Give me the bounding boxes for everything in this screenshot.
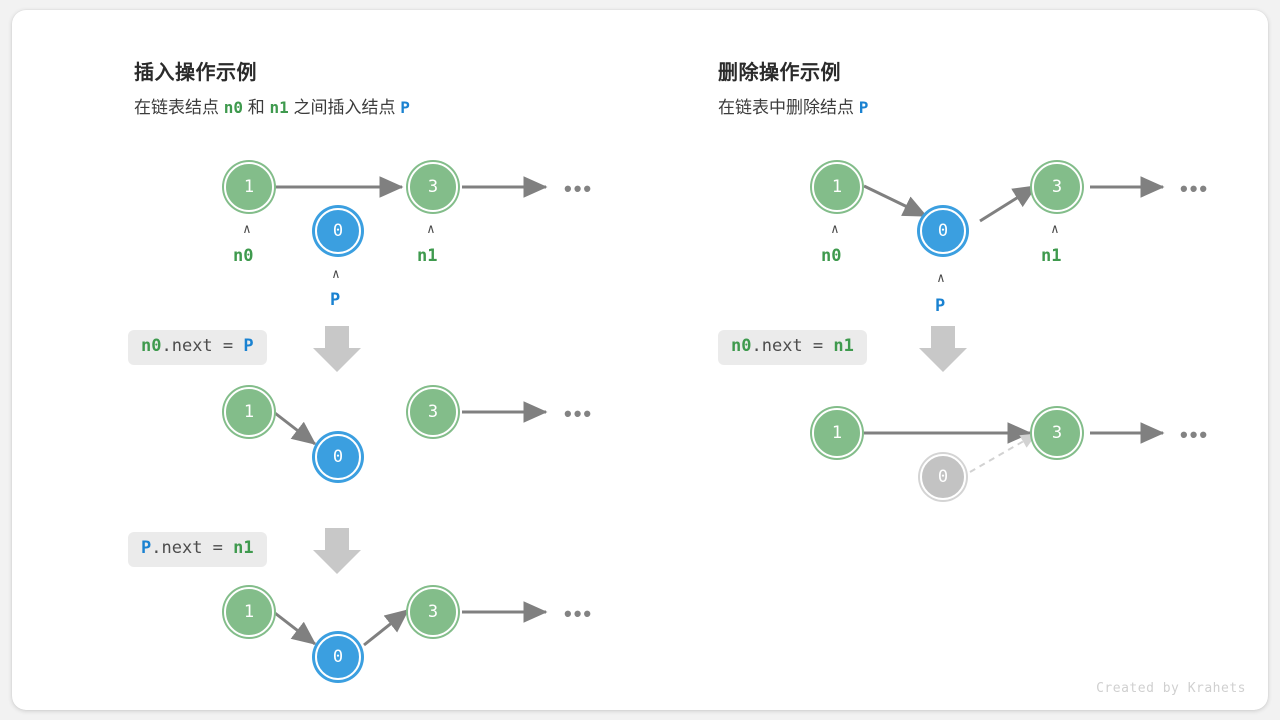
pointer-caret-n0: ∧ — [831, 222, 839, 237]
panel-delete-subtitle: 在链表中删除结点 P — [718, 93, 868, 118]
step-down-arrow-1 — [919, 326, 967, 372]
code-token-ref: n0 — [141, 336, 162, 356]
code-chip-step-2: P.next = n1 — [128, 532, 267, 567]
subtitle-text-2: 和 — [247, 98, 265, 117]
subtitle-ref-n1: n1 — [269, 98, 289, 117]
pointer-label-n1: n1 — [1041, 246, 1062, 266]
list-node: 1 — [812, 162, 862, 212]
pointer-caret-p: ∧ — [332, 267, 340, 282]
ellipsis-dots: ••• — [1180, 176, 1210, 201]
ellipsis-dots: ••• — [1180, 422, 1210, 447]
list-node: 0 — [315, 208, 361, 254]
code-token-plain: .next = — [161, 336, 244, 356]
pointer-label-n1: n1 — [417, 246, 438, 266]
list-node: 1 — [224, 387, 274, 437]
list-node: 0 — [920, 208, 966, 254]
code-token-ref: P — [243, 336, 254, 356]
code-chip-step-1: n0.next = n1 — [718, 330, 867, 365]
pointer-label-p: P — [935, 296, 946, 316]
list-node: 0 — [315, 634, 361, 680]
subtitle-text-1: 在链表中删除结点 — [718, 98, 854, 117]
list-node: 3 — [1032, 408, 1082, 458]
ellipsis-dots: ••• — [564, 601, 594, 626]
step-down-arrow-2 — [313, 528, 361, 574]
code-token-ref: P — [141, 538, 152, 558]
list-node-deleted: 0 — [920, 454, 966, 500]
subtitle-text-3: 之间插入结点 — [293, 98, 396, 117]
list-node: 1 — [224, 587, 274, 637]
pointer-label-p: P — [330, 290, 341, 310]
panel-delete-title: 删除操作示例 — [718, 62, 841, 84]
dashed-broken-link — [969, 433, 1037, 473]
subtitle-text-1: 在链表结点 — [134, 98, 219, 117]
code-chip-step-1: n0.next = P — [128, 330, 267, 365]
list-node: 3 — [408, 387, 458, 437]
list-node: 3 — [1032, 162, 1082, 212]
pointer-label-n0: n0 — [821, 246, 842, 266]
code-token-plain: .next = — [151, 538, 234, 558]
pointer-label-n0: n0 — [233, 246, 254, 266]
subtitle-ref-n0: n0 — [223, 98, 243, 117]
code-token-ref: n1 — [233, 538, 254, 558]
diagram-card: 插入操作示例 在链表结点 n0 和 n1 之间插入结点 P 1 0 3 ••• … — [12, 10, 1268, 710]
panel-insert-operation: 插入操作示例 在链表结点 n0 和 n1 之间插入结点 P 1 0 3 ••• … — [12, 10, 640, 710]
list-node: 1 — [812, 408, 862, 458]
list-node: 3 — [408, 162, 458, 212]
pointer-caret-n1: ∧ — [427, 222, 435, 237]
code-token-ref: n0 — [731, 336, 752, 356]
panel-insert-title: 插入操作示例 — [134, 62, 257, 84]
panel-insert-subtitle: 在链表结点 n0 和 n1 之间插入结点 P — [134, 93, 410, 118]
code-token-ref: n1 — [833, 336, 854, 356]
subtitle-ref-p: P — [858, 98, 869, 117]
pointer-caret-n0: ∧ — [243, 222, 251, 237]
subtitle-ref-p: P — [400, 98, 410, 117]
ellipsis-dots: ••• — [564, 176, 594, 201]
pointer-caret-p: ∧ — [937, 271, 945, 286]
attribution-footer: Created by Krahets — [1096, 681, 1246, 696]
step-down-arrow-1 — [313, 326, 361, 372]
ellipsis-dots: ••• — [564, 401, 594, 426]
list-node: 1 — [224, 162, 274, 212]
panel-delete-operation: 删除操作示例 在链表中删除结点 P 1 0 3 ••• ∧ n0 ∧ n1 ∧ … — [640, 10, 1268, 710]
list-node: 3 — [408, 587, 458, 637]
code-token-plain: .next = — [751, 336, 834, 356]
list-node: 0 — [315, 434, 361, 480]
pointer-caret-n1: ∧ — [1051, 222, 1059, 237]
